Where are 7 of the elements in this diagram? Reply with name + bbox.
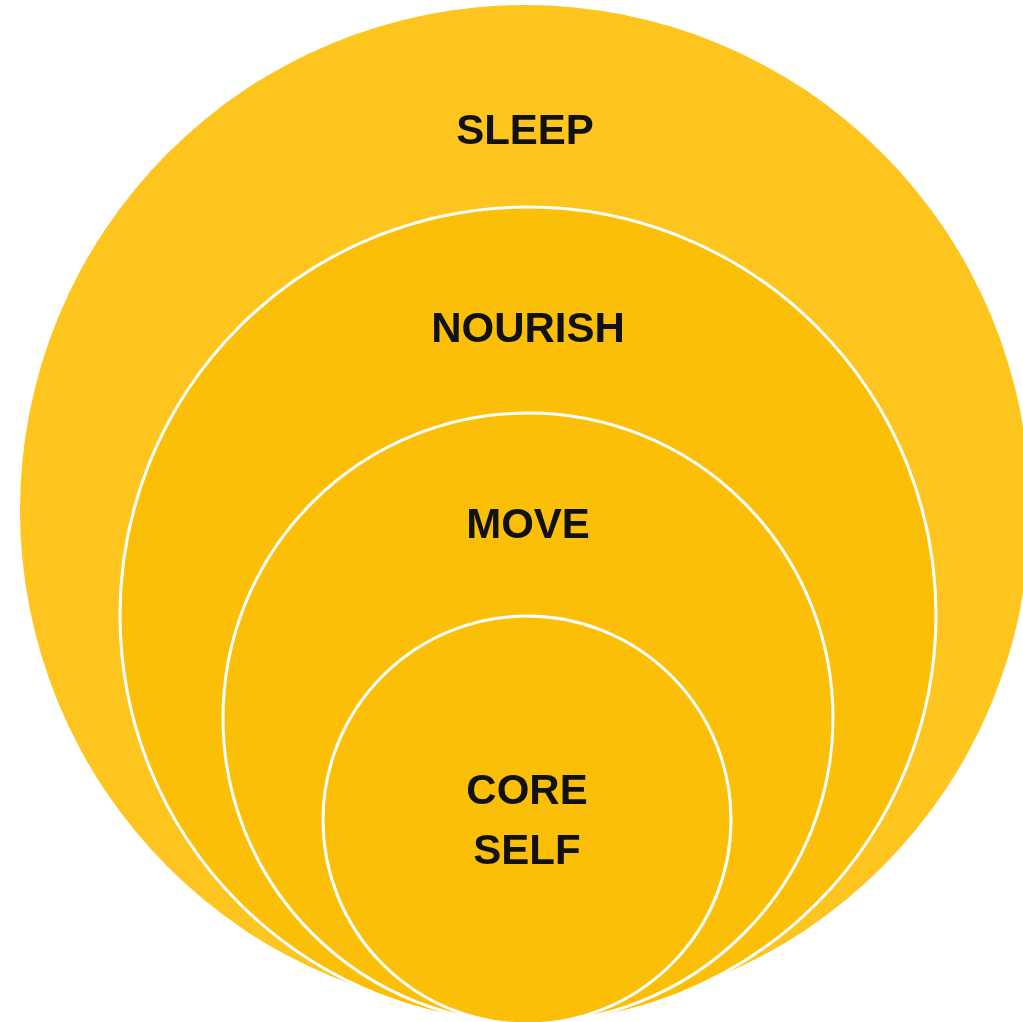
circle-layer bbox=[120, 207, 936, 1022]
circle-layer bbox=[323, 616, 731, 1022]
layer-label: MOVE bbox=[465, 499, 591, 549]
circle-layer bbox=[223, 413, 833, 1022]
layer-label: CORE SELF bbox=[465, 765, 589, 875]
layer-label: NOURISH bbox=[430, 303, 626, 353]
layer-label: SLEEP bbox=[455, 105, 595, 155]
